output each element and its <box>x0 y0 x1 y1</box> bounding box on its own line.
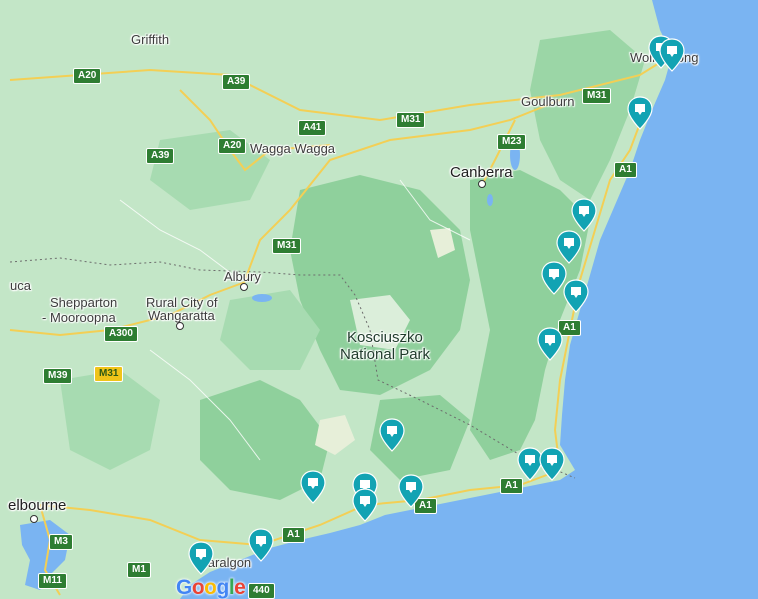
place-mooroopna: - Mooroopna <box>42 310 116 325</box>
road-a20-wagga: A20 <box>218 138 247 154</box>
road-a1-north: A1 <box>614 162 637 178</box>
marker-narooma[interactable] <box>537 327 563 361</box>
marker-wollongong-2[interactable] <box>659 38 685 72</box>
road-a1-south: A1 <box>414 498 437 514</box>
place-wangaratta: Wangaratta <box>148 308 215 323</box>
road-a300: A300 <box>104 326 138 342</box>
marker-batemans-bay[interactable] <box>541 261 567 295</box>
place-canberra: Canberra <box>450 164 513 181</box>
road-m11: M11 <box>38 573 67 589</box>
road-m23: M23 <box>497 134 527 150</box>
road-m31-vic: M31 <box>94 366 124 382</box>
place-albury: Albury <box>224 269 261 284</box>
marker-sale[interactable] <box>248 528 274 562</box>
place-melbourne: elbourne <box>8 497 67 514</box>
marker-eden-2[interactable] <box>539 447 565 481</box>
google-logo[interactable]: Google <box>176 576 246 599</box>
road-a1-gipps: A1 <box>282 527 305 543</box>
marker-orbost[interactable] <box>300 470 326 504</box>
marker-lakes-entrance-2[interactable] <box>352 488 378 522</box>
road-a20-west: A20 <box>73 68 102 84</box>
road-a39-north: A39 <box>222 74 251 90</box>
marker-bombala[interactable] <box>379 418 405 452</box>
road-m1: M1 <box>127 562 151 578</box>
marker-bairnsdale[interactable] <box>398 474 424 508</box>
road-a440: 440 <box>248 583 275 599</box>
place-national-park: National Park <box>340 346 431 363</box>
road-m31-goulburn: M31 <box>582 88 612 104</box>
marker-kiama[interactable] <box>627 96 653 130</box>
marker-traralgon[interactable] <box>188 541 214 575</box>
road-m31-south: M31 <box>272 238 302 254</box>
marker-ulladulla[interactable] <box>571 198 597 232</box>
marker-moruya[interactable] <box>563 279 589 313</box>
place-kosciuszko: Kosciuszko <box>347 329 423 346</box>
melbourne-dot <box>30 515 38 523</box>
marker-batemans-bay-north[interactable] <box>556 230 582 264</box>
place-rural-city: Rural City of <box>146 295 218 310</box>
road-m3: M3 <box>49 534 73 550</box>
road-a39-south: A39 <box>146 148 175 164</box>
place-goulburn: Goulburn <box>521 94 575 109</box>
place-echuca: uca <box>10 278 31 293</box>
wangaratta-dot <box>176 322 184 330</box>
road-a1-mid: A1 <box>558 320 581 336</box>
road-a1-east: A1 <box>500 478 523 494</box>
road-m39: M39 <box>43 368 73 384</box>
canberra-dot <box>478 180 486 188</box>
place-shepparton: Shepparton <box>50 295 118 310</box>
road-a41: A41 <box>298 120 327 136</box>
place-wagga-wagga: Wagga Wagga <box>250 141 336 156</box>
place-griffith: Griffith <box>131 32 170 47</box>
road-m31-north: M31 <box>396 112 426 128</box>
albury-dot <box>240 283 248 291</box>
